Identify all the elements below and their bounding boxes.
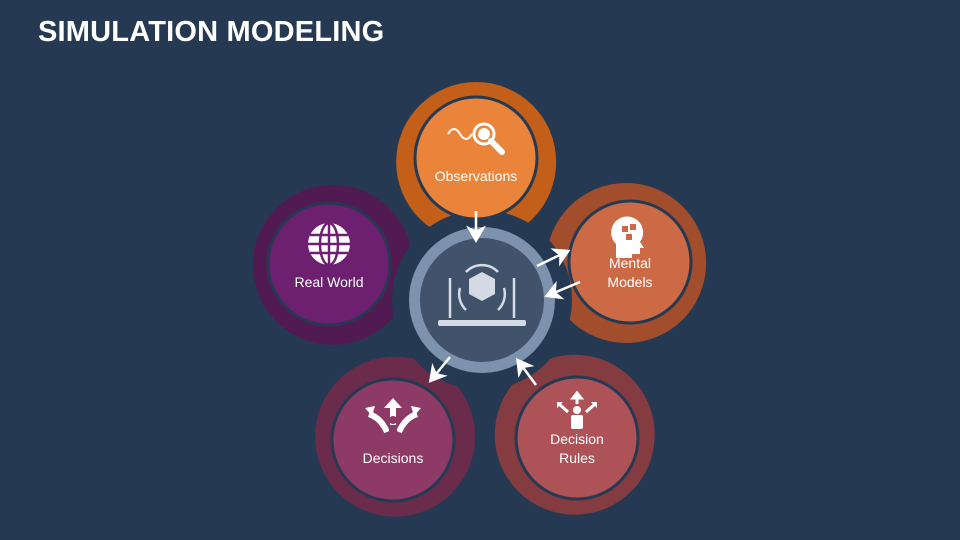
observations-circle [413, 95, 539, 221]
mental-models-label: Models [607, 274, 652, 290]
person-arrows-icon [557, 390, 597, 429]
arrow-decision-rules-to-hub [516, 357, 538, 386]
mental-models-label: Mental [609, 255, 651, 271]
observations-label: Observations [435, 168, 517, 184]
real-world-label: Real World [295, 274, 364, 290]
decision-rules-label: Rules [559, 450, 595, 466]
decisions-circle [330, 377, 456, 503]
split-arrows-icon [365, 398, 421, 438]
decision-rules-label: Decision [550, 431, 604, 447]
hub [409, 227, 555, 373]
arrow-mental-models-to-hub [544, 280, 581, 300]
laptop-cube-icon [438, 263, 526, 326]
slide-title: SIMULATION MODELING [38, 16, 385, 48]
node-observations: Observations [413, 95, 539, 221]
node-real-world: Real World [266, 201, 392, 327]
flow-arrows [428, 211, 581, 386]
magnifier-icon [447, 122, 505, 155]
head-puzzle-icon [611, 216, 644, 258]
decisions-label: Decisions [363, 450, 424, 466]
arrow-hub-to-mental-models [536, 248, 571, 268]
node-decisions: Decisions [330, 377, 456, 503]
globe-icon [308, 221, 350, 267]
arrow-hub-to-decisions [428, 356, 451, 383]
decision-rules-circle [514, 375, 640, 501]
